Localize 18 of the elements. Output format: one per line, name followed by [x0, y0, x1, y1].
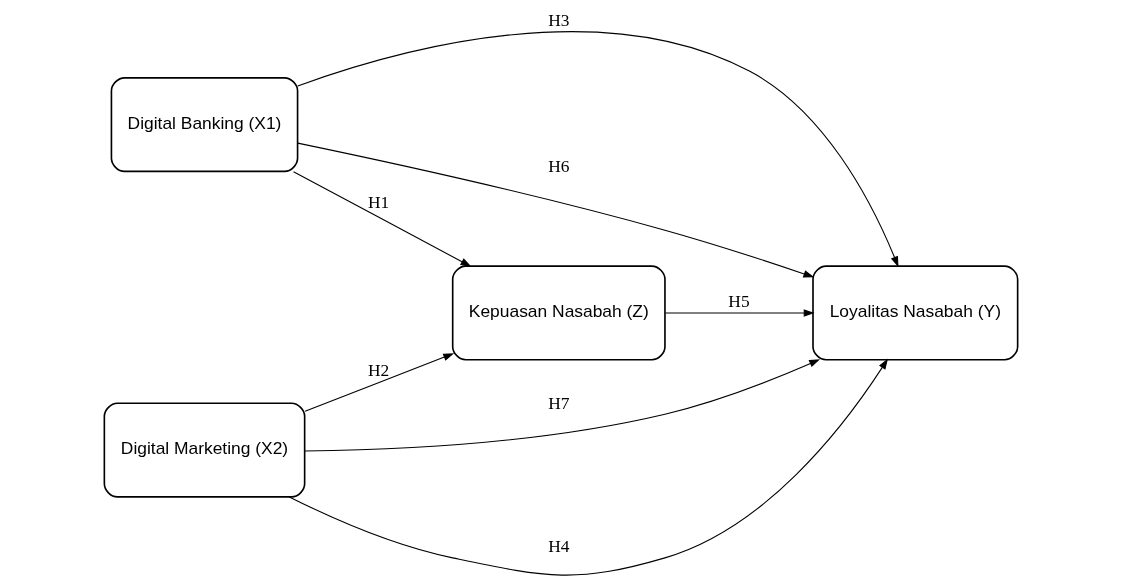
arrow	[292, 171, 471, 267]
node-box: Digital Banking (X1)	[110, 77, 298, 173]
arrow	[296, 142, 814, 278]
arrow	[288, 358, 888, 576]
edge-label: H3	[547, 10, 569, 31]
node-box: Loyalitas Nasabah (Y)	[811, 265, 1018, 361]
node-box: Kepuasan Nasabah (Z)	[451, 265, 666, 361]
edge-label: H1	[367, 192, 389, 213]
edge-label: H2	[367, 359, 389, 380]
edge-label: H6	[547, 156, 569, 177]
arrow	[304, 353, 454, 412]
node-box: Digital Marketing (X2)	[103, 402, 305, 498]
edge-label: H4	[547, 536, 569, 557]
arrow	[304, 359, 820, 452]
edge-label: H7	[547, 392, 569, 413]
edge-label: H5	[727, 291, 750, 312]
arrow	[664, 309, 815, 317]
arrow	[296, 31, 898, 268]
